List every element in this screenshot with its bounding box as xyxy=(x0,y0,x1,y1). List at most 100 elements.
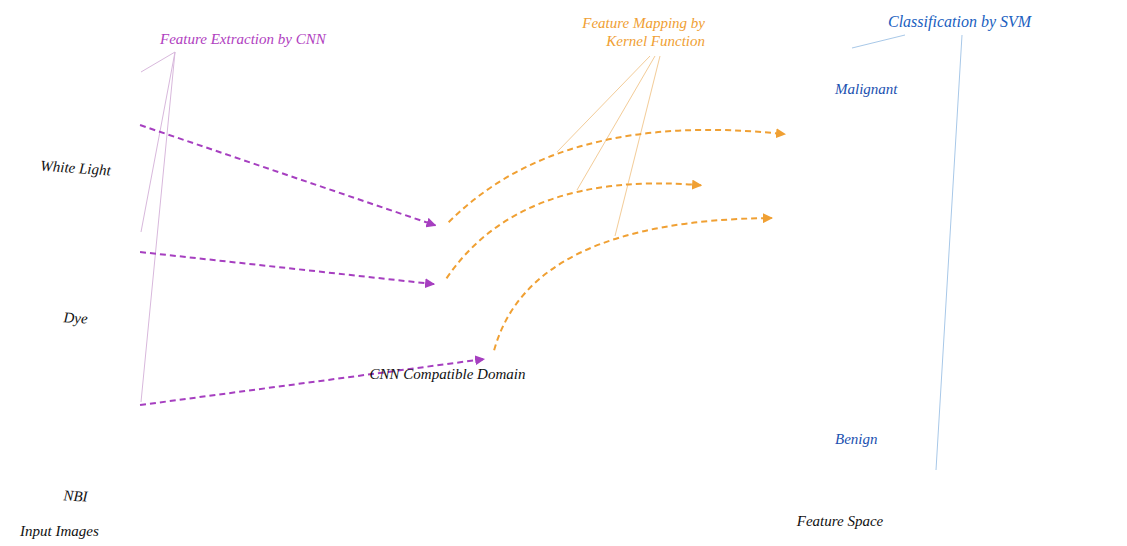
svg-circle xyxy=(738,156,752,170)
svg-line xyxy=(557,56,650,152)
svg-circle xyxy=(362,288,376,302)
svg-circle xyxy=(805,175,819,189)
domain-ellipse: CNN Compatible Domain xyxy=(230,220,665,395)
svg-circle xyxy=(859,263,873,277)
svg-path xyxy=(10,14,108,28)
svg-circle xyxy=(750,186,764,200)
svg-circle xyxy=(728,235,742,249)
svg-circle xyxy=(435,278,449,292)
svg-g xyxy=(141,52,175,402)
svg-ellipse xyxy=(78,226,90,234)
svg-circle xyxy=(820,259,834,273)
svg-ellipse xyxy=(100,444,108,448)
svg-line xyxy=(936,35,962,470)
input-image-art xyxy=(8,4,143,156)
extraction-arrow xyxy=(140,125,435,225)
svg-polygon xyxy=(741,12,755,28)
svg-circle xyxy=(408,329,422,343)
mapping-arrow xyxy=(449,130,785,222)
svg-circle xyxy=(789,274,803,288)
svg-ellipse xyxy=(113,425,123,431)
mapping-arrow xyxy=(447,183,702,278)
svg-circle xyxy=(436,221,450,235)
svg-line xyxy=(747,24,750,535)
svg-circle xyxy=(569,247,583,261)
svg-circle xyxy=(773,211,787,225)
svg-circle xyxy=(835,183,849,197)
extraction-arrow xyxy=(140,252,434,284)
svg-circle xyxy=(394,277,408,291)
svg-g xyxy=(663,45,1022,500)
svg-path xyxy=(28,406,141,486)
svg-g xyxy=(557,56,660,236)
svg-circle xyxy=(446,313,460,327)
svg-ellipse xyxy=(79,458,85,462)
svg-circle xyxy=(782,171,796,185)
svg-circle xyxy=(850,159,864,173)
caption-text: White Light xyxy=(8,155,144,181)
svg-path xyxy=(663,45,1022,500)
svg-circle xyxy=(799,234,813,248)
svg-line xyxy=(141,52,175,232)
svg-path xyxy=(10,4,141,156)
svg-ellipse xyxy=(42,200,138,284)
caption-text: CNN Compatible Domain xyxy=(230,366,665,383)
svg-polygon xyxy=(661,521,674,536)
svg-circle xyxy=(713,265,727,279)
input-image: Dye xyxy=(8,172,143,332)
class-label: Benign xyxy=(835,430,935,448)
svg-ellipse xyxy=(127,126,133,130)
svg-circle xyxy=(801,365,815,379)
svg-circle xyxy=(786,128,800,142)
stage-label: Feature Extraction by CNN xyxy=(160,30,360,48)
svg-ellipse xyxy=(75,131,81,135)
svg-circle xyxy=(553,290,567,304)
svg-path xyxy=(26,74,141,156)
svg-line xyxy=(667,330,748,523)
svg-circle xyxy=(351,231,365,245)
class-label: Malignant xyxy=(835,80,955,98)
svg-ellipse xyxy=(122,269,130,275)
svg-circle xyxy=(875,200,889,214)
svg-line xyxy=(748,329,1008,332)
input-image: NBI xyxy=(8,336,143,514)
input-image-art xyxy=(8,336,143,486)
input-image-art xyxy=(8,172,143,308)
svg-circle xyxy=(336,313,350,327)
svg-ellipse xyxy=(100,115,108,119)
section-label: Input Images xyxy=(20,522,160,540)
stage-label: Feature Mapping by Kernel Function xyxy=(560,14,705,50)
svg-line xyxy=(141,52,175,402)
svg-circle xyxy=(766,291,780,305)
svg-circle xyxy=(307,255,321,269)
svg-circle xyxy=(702,179,716,193)
svg-circle xyxy=(901,348,915,362)
svg-circle xyxy=(277,301,291,315)
svg-circle xyxy=(528,265,542,279)
svg-line xyxy=(852,35,905,48)
svg-circle xyxy=(480,290,494,304)
svg-circle xyxy=(374,254,388,268)
svg-circle xyxy=(821,213,835,227)
caption-text: NBI xyxy=(8,484,144,508)
svg-circle xyxy=(471,223,485,237)
svg-ellipse xyxy=(105,251,119,261)
svg-circle xyxy=(873,225,887,239)
svg-polygon xyxy=(668,262,1020,395)
svg-ellipse xyxy=(238,225,658,355)
svg-polygon xyxy=(1004,323,1020,337)
svg-circle xyxy=(486,251,500,265)
svg-line xyxy=(141,52,175,72)
caption-text: Dye xyxy=(8,306,144,330)
svg-g xyxy=(852,35,962,470)
svg-circle xyxy=(365,326,379,340)
svg-line xyxy=(615,56,660,236)
svg-path xyxy=(775,45,1022,262)
svg-circle xyxy=(485,351,499,365)
svg-path xyxy=(663,228,955,500)
input-image: White Light xyxy=(8,4,143,182)
svg-path xyxy=(53,212,126,280)
svg-ellipse xyxy=(114,97,126,103)
